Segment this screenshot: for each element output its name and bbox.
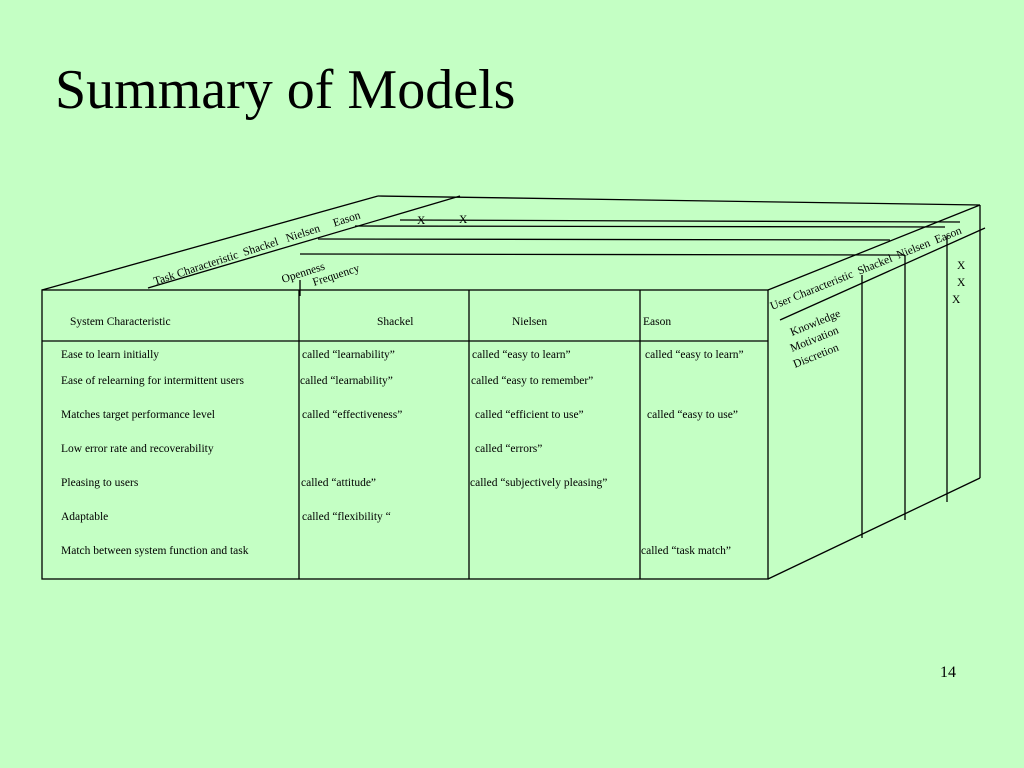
table-cell: Low error rate and recoverability: [61, 443, 214, 455]
table-cell: Pleasing to users: [61, 477, 139, 489]
table-cell: Matches target performance level: [61, 409, 215, 421]
table-cell: called “easy to use”: [647, 409, 738, 421]
user-panel-bottom-edge: [767, 477, 981, 580]
user-panel-front-edge: [767, 204, 981, 291]
table-cell: called “learnability”: [302, 349, 395, 361]
page-number: 14: [940, 664, 956, 681]
table-cell: called “subjectively pleasing”: [470, 477, 607, 489]
table-cell: Adaptable: [61, 511, 108, 523]
table-cell: called “learnability”: [300, 375, 393, 387]
table-cell: called “errors”: [475, 443, 542, 455]
task-panel-row-rule: [354, 225, 946, 228]
table-cell: Match between system function and task: [61, 545, 249, 557]
task-panel-row-rule: [299, 253, 906, 256]
user-panel-header: User Characteristic Shackel Nielsen Easo…: [769, 225, 964, 313]
table-cell: called “flexibility “: [302, 511, 391, 523]
table-cell: called “task match”: [641, 545, 731, 557]
column-header: System Characteristic: [70, 316, 171, 328]
user-mark: X: [957, 277, 966, 289]
table-cell: called “attitude”: [301, 477, 376, 489]
user-mark: X: [952, 294, 961, 306]
table-cell: called “efficient to use”: [475, 409, 584, 421]
task-panel-row-rule: [399, 219, 961, 223]
user-panel-header-rule: [779, 227, 986, 321]
table-cell: Ease of relearning for intermittent user…: [61, 375, 244, 387]
slide-title: Summary of Models: [55, 59, 516, 121]
task-panel-row-rule: [317, 238, 891, 241]
task-mark: X: [459, 214, 468, 226]
table-cell: called “easy to learn”: [645, 349, 744, 361]
table-cell: called “effectiveness”: [302, 409, 402, 421]
task-panel-header-rule: [147, 195, 461, 289]
table-cell: called “easy to remember”: [471, 375, 593, 387]
task-panel-left-edge: [41, 195, 379, 291]
task-mark: X: [417, 215, 426, 227]
user-mark: X: [957, 260, 966, 272]
column-header: Nielsen: [512, 316, 547, 328]
task-panel-back-edge: [377, 195, 981, 206]
column-header: Shackel: [377, 316, 413, 328]
table-cell: Ease to learn initially: [61, 349, 159, 361]
table-cell: called “easy to learn”: [472, 349, 571, 361]
system-table-frame: [41, 289, 769, 580]
column-header: Eason: [643, 316, 671, 328]
